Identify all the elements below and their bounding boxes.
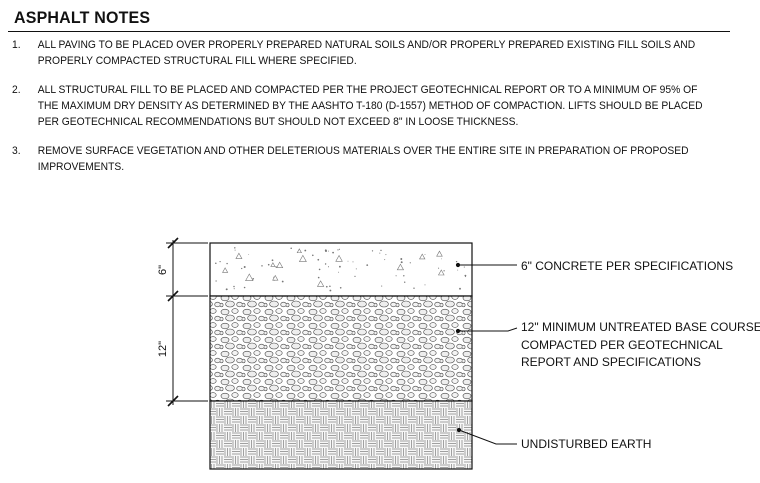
note-text-line: ALL PAVING TO BE PLACED OVER PROPERLY PR… [37, 39, 696, 51]
note-text-line: REMOVE SURFACE VEGETATION AND OTHER DELE… [37, 145, 689, 157]
dimension-line [166, 237, 208, 407]
leader-earth [456, 427, 517, 445]
note-item: 3. REMOVE SURFACE VEGETATION AND OTHER D… [12, 143, 689, 175]
concrete-aggregate-texture [215, 247, 467, 292]
note-text-line: IMPROVEMENTS. [37, 161, 125, 173]
note-number: 1. [12, 39, 21, 51]
earth-layer [209, 400, 473, 470]
page-title: ASPHALT NOTES [14, 8, 151, 27]
note-text-line: THE MAXIMUM DRY DENSITY AS DETERMINED BY… [37, 100, 703, 112]
label-concrete: 6" CONCRETE PER SPECIFICATIONS [521, 259, 733, 273]
note-item: 1. ALL PAVING TO BE PLACED OVER PROPERLY… [12, 37, 695, 69]
label-base-course: 12" MINIMUM UNTREATED BASE COURSE COMPAC… [521, 320, 760, 369]
note-text-line: PROPERLY COMPACTED STRUCTURAL FILL WHERE… [37, 55, 357, 67]
leader-base-course [455, 327, 518, 334]
base-course-layer [209, 295, 473, 402]
leader-concrete [455, 262, 517, 268]
dimension-6in: 6" [157, 265, 169, 275]
note-item: 2. ALL STRUCTURAL FILL TO BE PLACED AND … [12, 82, 703, 130]
note-text-line: PER GEOTECHNICAL RECOMMENDATIONS BUT SHO… [37, 116, 519, 128]
dimension-12in: 12" [157, 341, 169, 357]
title-underline [8, 31, 730, 32]
label-earth: UNDISTURBED EARTH [521, 437, 651, 451]
note-text-line: ALL STRUCTURAL FILL TO BE PLACED AND COM… [37, 84, 698, 96]
note-number: 3. [12, 145, 21, 157]
note-number: 2. [12, 84, 21, 96]
